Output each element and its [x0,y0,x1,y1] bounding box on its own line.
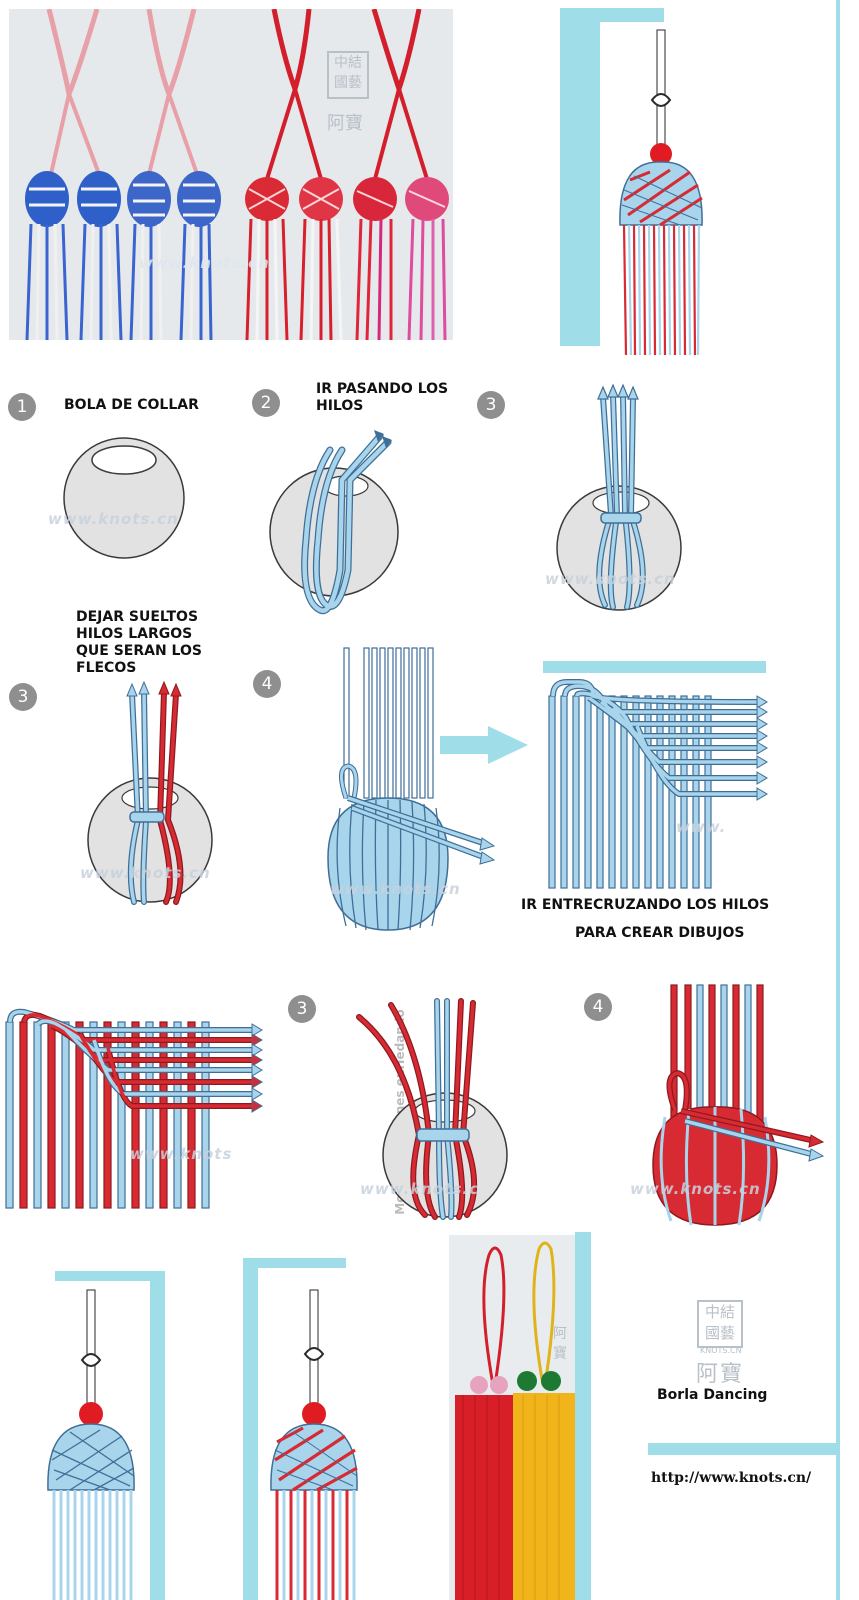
seal-name-photo-2: 阿寶 [553,1326,567,1362]
red-tassels [245,9,449,340]
step-badge-4a: 4 [253,670,281,698]
red-yellow-tassel-photo: 阿寶 [449,1235,575,1600]
blue-tassels [25,9,221,340]
accent-bar-bottom-3v [575,1232,591,1600]
watermark-weaving-start: www.knots.cn [330,880,461,898]
accent-bar-top-vertical [560,8,600,346]
step-badge-2: 2 [252,389,280,417]
step-badge-3b: 3 [9,683,37,711]
diagram-loops [556,383,682,611]
seal-logo-label: KNOTS.CN [700,1346,742,1355]
diagram-threading [269,430,399,615]
seal-logo-chars: 中結國藝 [704,1303,735,1342]
caption-entrecruzando: IR ENTRECRUZANDO LOS HILOS [521,897,770,913]
accent-bar-right-edge [836,0,840,1600]
caption-ir-pasando-los-hilos: IR PASANDO LOS HILOS [316,381,449,414]
diagram-red-blue-weaving [652,984,825,1226]
watermark-long-threads: www.knots.cn [80,864,211,882]
watermark-grid-blue: www. [676,818,727,836]
diagram-weave-grid-blue [548,679,768,889]
arrow-right-icon [440,726,528,764]
finished-tassel-top [619,29,703,356]
caption-dibujos: PARA CREAR DIBUJOS [575,925,745,941]
caption-borla-dancing: Borla Dancing [657,1387,768,1403]
url-link[interactable]: http://www.knots.cn/ [651,1470,812,1486]
accent-bar-bottom-1h [55,1271,165,1281]
watermark-loops: www.knots.cn [545,570,676,588]
diagram-weave-grid-red [5,1008,263,1209]
watermark-grid-red: www.knots [130,1145,233,1163]
seal-logo-name: 阿寶 [696,1362,745,1387]
caption-bola-de-collar: BOLA DE COLLAR [64,397,199,413]
photo-watermark: www.knots.cn [139,254,270,272]
diagram-weaving-start [327,647,496,931]
knots-seal-photo: 中結國藝 [327,51,369,99]
accent-bar-url [648,1443,840,1455]
finished-tassel-blue [47,1289,135,1600]
watermark-bead: www.knots.cn [48,510,179,528]
watermark-red-blue-weaving: www.knots.cn [630,1180,761,1198]
accent-bar-bottom-1v [150,1271,165,1600]
accent-bar-middle [543,661,766,673]
tassel-photo-graphic [25,9,449,340]
accent-bar-bottom-2h [243,1258,346,1268]
caption-dejar-sueltos: DEJAR SUELTOS HILOS LARGOS QUE SERAN LOS… [76,609,202,676]
diagram-bead [63,437,185,559]
knots-seal-logo: 中結國藝 [697,1300,743,1348]
finished-tassel-red [270,1289,358,1600]
accent-bar-bottom-2v [243,1258,258,1600]
tassel-photo: 中結國藝 阿寶 www.knots.cn [9,9,453,340]
seal-name-photo: 阿寶 [327,113,363,134]
diagram-long-threads [87,680,213,905]
step-badge-4b: 4 [584,993,612,1021]
watermark-red-blue-loops: www.knots.c [360,1180,479,1198]
step-badge-1: 1 [8,393,36,421]
step-badge-3c: 3 [288,995,316,1023]
red-yellow-tassel-graphic [455,1241,575,1600]
diagram-red-blue-loops [356,998,508,1220]
step-badge-3a: 3 [477,391,505,419]
seal-chars: 中結國藝 [334,55,362,91]
